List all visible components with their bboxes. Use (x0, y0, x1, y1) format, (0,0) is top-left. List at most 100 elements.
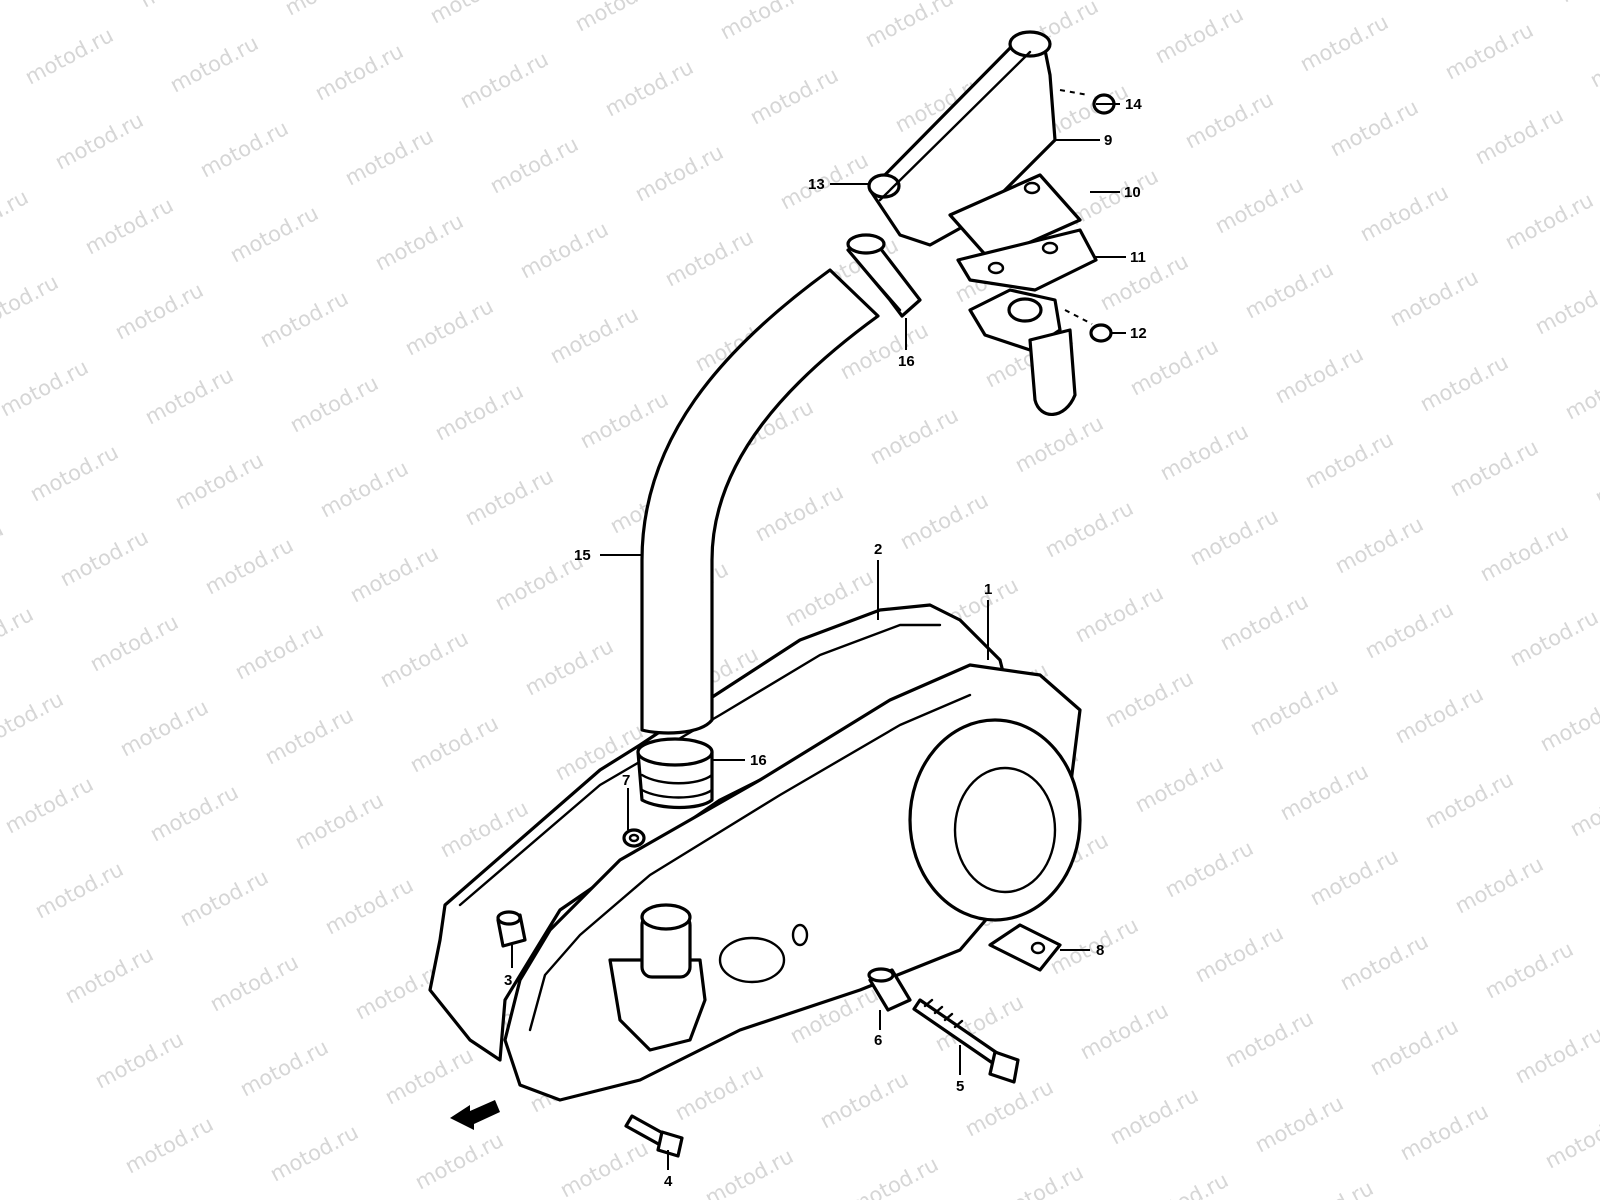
watermark-text: motod.ru (0, 355, 92, 421)
watermark-text: motod.ru (1131, 751, 1227, 817)
watermark-text: motod.ru (21, 23, 117, 89)
watermark-text: motod.ru (1, 772, 97, 838)
watermark-text: motod.ru (376, 626, 472, 692)
watermark-text: motod.ru (1356, 180, 1452, 246)
spacer-collar (867, 967, 912, 1012)
dowel-pin (496, 910, 527, 948)
watermark-text: motod.ru (311, 39, 407, 105)
leader-lines (511, 89, 1126, 1170)
hose-clamp-lower (636, 737, 714, 810)
watermark-text: motod.ru (0, 0, 87, 4)
watermark-text: motod.ru (401, 294, 497, 360)
watermark-text: motod.ru (1531, 273, 1600, 339)
watermark-text: motod.ru (1556, 0, 1600, 7)
watermark-text: motod.ru (286, 371, 382, 437)
watermark-text: motod.ru (1246, 674, 1342, 740)
watermark-text: motod.ru (346, 541, 442, 607)
watermark-text: motod.ru (61, 942, 157, 1008)
watermark-text: motod.ru (1076, 998, 1172, 1064)
watermark-text: motod.ru (176, 865, 272, 931)
callout-10: 10 (1124, 184, 1141, 201)
callout-6: 6 (874, 1032, 882, 1049)
callout-12: 12 (1130, 325, 1147, 342)
watermark-text: motod.ru (1296, 10, 1392, 76)
watermark-text: motod.ru (196, 116, 292, 182)
watermark-text: motod.ru (381, 1043, 477, 1109)
watermark-text: motod.ru (631, 140, 727, 206)
watermark-text: motod.ru (1306, 844, 1402, 910)
watermark-text: motod.ru (261, 703, 357, 769)
watermark-text: motod.ru (1186, 504, 1282, 570)
watermark-text: motod.ru (1441, 18, 1537, 84)
watermark-text: motod.ru (1451, 852, 1547, 918)
callout-13: 13 (808, 176, 825, 193)
watermark-text: motod.ru (341, 124, 437, 190)
watermark-text: motod.ru (1106, 1083, 1202, 1149)
watermark-text: motod.ru (576, 387, 672, 453)
watermark-text: motod.ru (1361, 597, 1457, 663)
watermark-text: motod.ru (1391, 682, 1487, 748)
watermark-text: motod.ru (1541, 1107, 1600, 1173)
watermark-text: motod.ru (1011, 411, 1107, 477)
watermark-text: motod.ru (1481, 937, 1577, 1003)
watermark-text: motod.ru (701, 1144, 797, 1200)
watermark-text: motod.ru (1366, 1014, 1462, 1080)
watermark-text: motod.ru (1471, 103, 1567, 169)
callout-7: 7 (622, 772, 630, 789)
watermark-text: motod.ru (1251, 1091, 1347, 1157)
watermark-text: motod.ru (121, 1112, 217, 1178)
callout-16-lower: 16 (750, 752, 767, 769)
watermark-text: motod.ru (1151, 2, 1247, 68)
watermark-text: motod.ru (1336, 929, 1432, 995)
watermark-text: motod.ru (86, 610, 182, 676)
watermark-text: motod.ru (141, 363, 237, 429)
watermark-text: motod.ru (0, 185, 32, 251)
watermark-text: motod.ru (521, 634, 617, 700)
watermark-text: motod.ru (1281, 1176, 1377, 1200)
watermark-text: motod.ru (486, 132, 582, 198)
watermark-text: motod.ru (321, 873, 417, 939)
watermark-text: motod.ru (1536, 690, 1600, 756)
watermark-text: motod.ru (991, 1160, 1087, 1200)
watermark-text: motod.ru (136, 0, 232, 12)
watermark-text: motod.ru (1241, 257, 1337, 323)
watermark-text: motod.ru (201, 533, 297, 599)
watermark-text: motod.ru (1301, 427, 1397, 493)
watermark-text: motod.ru (0, 602, 37, 668)
watermark-text: motod.ru (1591, 443, 1600, 509)
callout-1: 1 (984, 581, 992, 598)
watermark-text: motod.ru (281, 0, 377, 20)
callout-2: 2 (874, 541, 882, 558)
watermark-text: motod.ru (1421, 767, 1517, 833)
watermark-text: motod.ru (371, 209, 467, 275)
watermark-text: motod.ru (426, 0, 522, 28)
callout-3: 3 (504, 972, 512, 989)
short-bolt (624, 1114, 684, 1158)
watermark-text: motod.ru (0, 270, 62, 336)
callout-8: 8 (1096, 942, 1104, 959)
watermark-text: motod.ru (1156, 419, 1252, 485)
watermark-text: motod.ru (1221, 1006, 1317, 1072)
watermark-text: motod.ru (116, 695, 212, 761)
watermark-text: motod.ru (91, 1027, 187, 1093)
watermark-text: motod.ru (1386, 265, 1482, 331)
callout-15: 15 (574, 547, 591, 564)
callout-5: 5 (956, 1078, 964, 1095)
watermark-text: motod.ru (1586, 26, 1600, 92)
watermark-text: motod.ru (1511, 1022, 1600, 1088)
watermark-text: motod.ru (1191, 921, 1287, 987)
watermark-text: motod.ru (146, 780, 242, 846)
watermark-text: motod.ru (846, 1152, 942, 1200)
watermark-text: motod.ru (1211, 172, 1307, 238)
callout-16-upper: 16 (898, 353, 915, 370)
watermark-text: motod.ru (206, 950, 302, 1016)
watermark-text: motod.ru (1126, 334, 1222, 400)
watermark-text: motod.ru (291, 788, 387, 854)
watermark-text: motod.ru (1276, 759, 1372, 825)
watermark-text: motod.ru (1136, 1168, 1232, 1200)
watermark-text: motod.ru (1326, 95, 1422, 161)
watermark-text: motod.ru (431, 379, 527, 445)
watermark-text: motod.ru (81, 193, 177, 259)
screw-12 (1089, 323, 1113, 343)
